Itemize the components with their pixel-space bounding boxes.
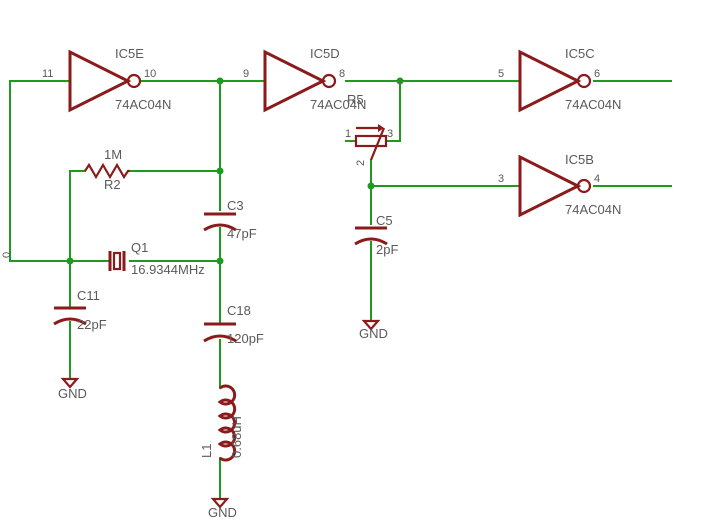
- part-value: 0.68uH: [229, 416, 244, 458]
- crystal-body: [112, 251, 122, 271]
- part-value: 120pF: [227, 331, 264, 346]
- junction-dot: [216, 167, 224, 175]
- part-name: IC5C: [565, 46, 595, 61]
- crystal-q1: Q1 16.9344MHz: [108, 240, 205, 277]
- pin-label-in: 5: [498, 68, 504, 80]
- junctions: [66, 77, 404, 265]
- pin-label-in: 9: [243, 68, 249, 80]
- junction-dot: [216, 77, 224, 85]
- inverter-triangle: [518, 154, 582, 218]
- part-name: L1: [199, 444, 214, 458]
- part-value: 47pF: [227, 226, 257, 241]
- part-value: 22pF: [77, 317, 107, 332]
- ground-symbol: [361, 319, 381, 331]
- ground-label: GND: [58, 386, 87, 401]
- ground-label: GND: [208, 505, 237, 520]
- wires: [9, 80, 672, 499]
- capacitor-c11: C11 22pF: [53, 288, 107, 332]
- wire-r5-pin3: [385, 80, 401, 142]
- part-name: C18: [227, 303, 251, 318]
- pin-label-out: 6: [594, 68, 600, 80]
- capacitor-c18: C18 120pF: [203, 303, 264, 346]
- part-name: C11: [77, 288, 100, 303]
- pin-label: 1: [345, 128, 351, 140]
- inverter-bubble: [576, 178, 592, 194]
- part-name: IC5E: [115, 46, 144, 61]
- pin-label-out: 4: [594, 173, 600, 185]
- resistor-zigzag: [84, 162, 130, 180]
- part-name: R5: [347, 92, 364, 107]
- wire-r2-left: [69, 170, 86, 262]
- edge-label: 0: [1, 252, 13, 258]
- part-value: 74AC04N: [565, 97, 621, 112]
- inverter-triangle: [263, 49, 327, 113]
- inverter-triangle: [68, 49, 132, 113]
- capacitor-c5: C5 2pF: [354, 213, 398, 257]
- part-name: R2: [104, 177, 121, 192]
- part-name: C3: [227, 198, 244, 213]
- junction-dot: [66, 257, 74, 265]
- capacitor-c3: C3 47pF: [203, 198, 257, 241]
- part-value: 2pF: [376, 242, 398, 257]
- junction-dot: [216, 257, 224, 265]
- inverter-ic5d: 9 8 IC5D 74AC04N: [243, 46, 366, 113]
- cap-plate-curved: [53, 317, 87, 326]
- pot-body: [354, 134, 388, 148]
- inverter-ic5e: 11 10 IC5E 74AC04N: [37, 46, 171, 113]
- ground-c5: GND: [359, 319, 388, 341]
- part-name: IC5B: [565, 152, 594, 167]
- ground-l1: GND: [208, 497, 237, 520]
- ground-label: GND: [359, 326, 388, 341]
- inverter-bubble: [576, 73, 592, 89]
- pin-label-out: 8: [339, 68, 345, 80]
- inverter-bubble: [126, 73, 142, 89]
- pin-label: 3: [387, 128, 393, 140]
- inverter-triangle: [518, 49, 582, 113]
- pin-label-out: 10: [144, 68, 156, 80]
- pin-label-in: 11: [42, 68, 53, 80]
- ground-symbol: [60, 377, 80, 389]
- pin-label-in: 3: [498, 173, 504, 185]
- ground-c11: GND: [58, 377, 87, 401]
- inverter-ic5b: 3 4 IC5B 74AC04N: [498, 152, 621, 218]
- resistor-r2: 1M R2: [84, 147, 130, 192]
- ground-symbol: [210, 497, 230, 509]
- pin-label: 2: [355, 160, 367, 166]
- part-value: 1M: [104, 147, 122, 162]
- part-name: IC5D: [310, 46, 340, 61]
- part-name: Q1: [131, 240, 148, 255]
- part-value: 16.9344MHz: [131, 262, 205, 277]
- pot-arrowhead: [378, 124, 384, 132]
- inverter-bubble: [321, 73, 337, 89]
- part-value: 74AC04N: [565, 202, 621, 217]
- inductor-l1: L1 0.68uH: [199, 384, 244, 462]
- part-value: 74AC04N: [115, 97, 171, 112]
- potentiometer-r5: 1 3 2 R5: [345, 92, 393, 166]
- pot-wiper-diagonal: [369, 127, 386, 161]
- wire-ic5e-input-loop: [9, 80, 71, 262]
- part-name: C5: [376, 213, 393, 228]
- cap-plate-curved: [203, 223, 237, 232]
- cap-plate-curved: [203, 334, 237, 343]
- inverter-ic5c: 5 6 IC5C 74AC04N: [498, 46, 621, 113]
- junction-dot: [367, 182, 375, 190]
- cap-plate-curved: [354, 237, 388, 246]
- junction-dot: [396, 77, 404, 85]
- inductor-coil: [217, 384, 237, 462]
- part-value: 74AC04N: [310, 97, 366, 112]
